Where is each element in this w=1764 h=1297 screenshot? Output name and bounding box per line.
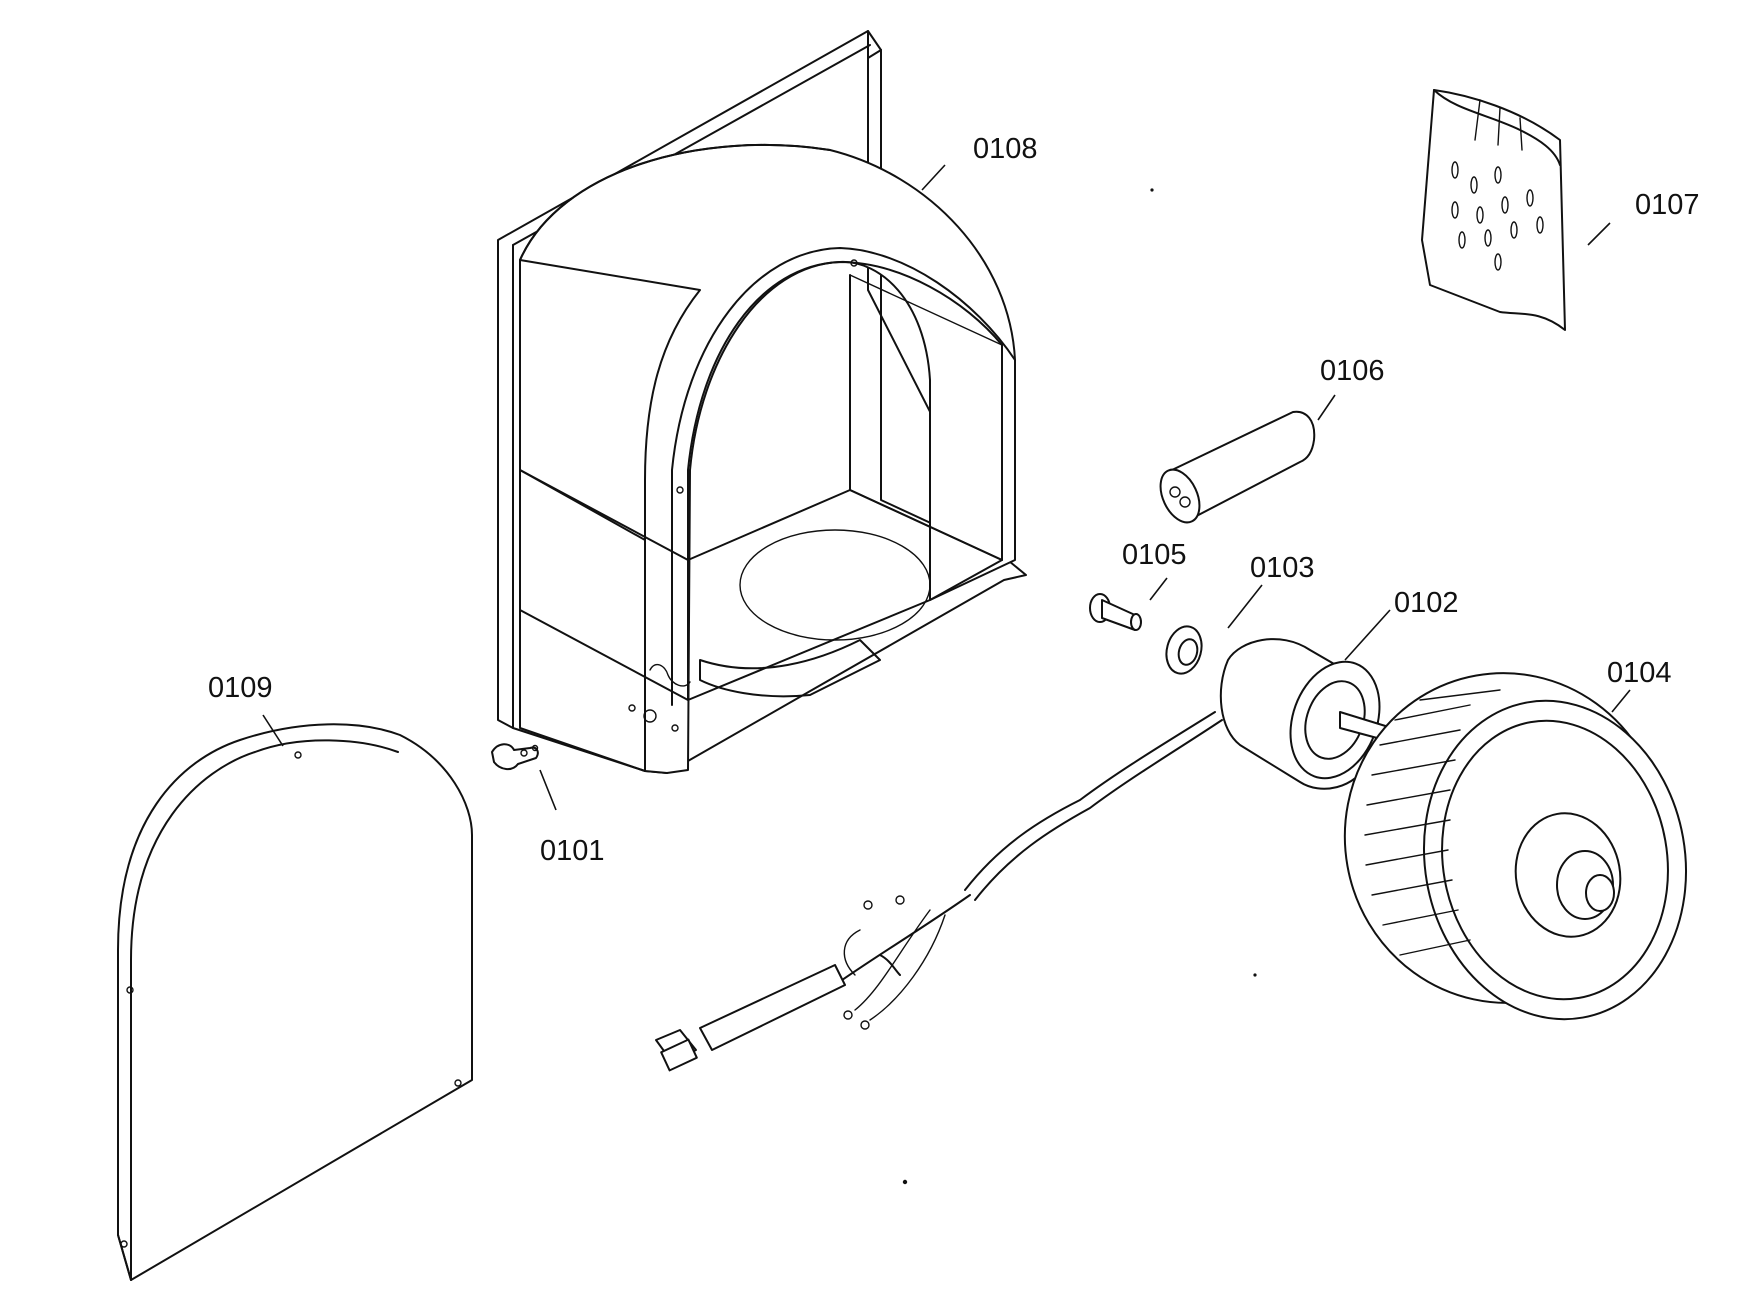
leader-line-0109 — [262, 714, 284, 747]
motor-0102 — [655, 638, 1393, 1072]
callout-0103: 0103 — [1250, 552, 1315, 584]
blower-wheel-0104 — [1343, 672, 1688, 1021]
capacitor-0106 — [1159, 410, 1316, 524]
hardware-bag-0107 — [1421, 89, 1566, 331]
leader-line-0102 — [1344, 609, 1391, 661]
bearing-ring-0103 — [1165, 625, 1203, 675]
stray-dot — [902, 1179, 908, 1185]
callout-0106: 0106 — [1320, 355, 1385, 387]
callout-0101: 0101 — [540, 835, 605, 867]
stray-dot — [1253, 973, 1257, 977]
blower-housing-0108 — [497, 30, 1027, 774]
callout-0104: 0104 — [1607, 657, 1672, 689]
clip-part-0101 — [491, 743, 539, 770]
leader-line-0101 — [539, 769, 557, 811]
leader-line-0103 — [1227, 584, 1263, 629]
callout-0102: 0102 — [1394, 587, 1459, 619]
callout-0109: 0109 — [208, 672, 273, 704]
leader-line-0104 — [1611, 689, 1631, 713]
bolt-part-0105 — [1089, 593, 1142, 631]
side-panel-0109 — [117, 723, 473, 1281]
callout-0105: 0105 — [1122, 539, 1187, 571]
leader-line-0105 — [1149, 577, 1168, 601]
callout-0107: 0107 — [1635, 189, 1700, 221]
leader-line-0107 — [1587, 222, 1611, 246]
callout-0108: 0108 — [973, 133, 1038, 165]
stray-dot — [1150, 188, 1154, 192]
leader-line-0106 — [1317, 394, 1336, 421]
leader-line-0108 — [921, 164, 946, 191]
